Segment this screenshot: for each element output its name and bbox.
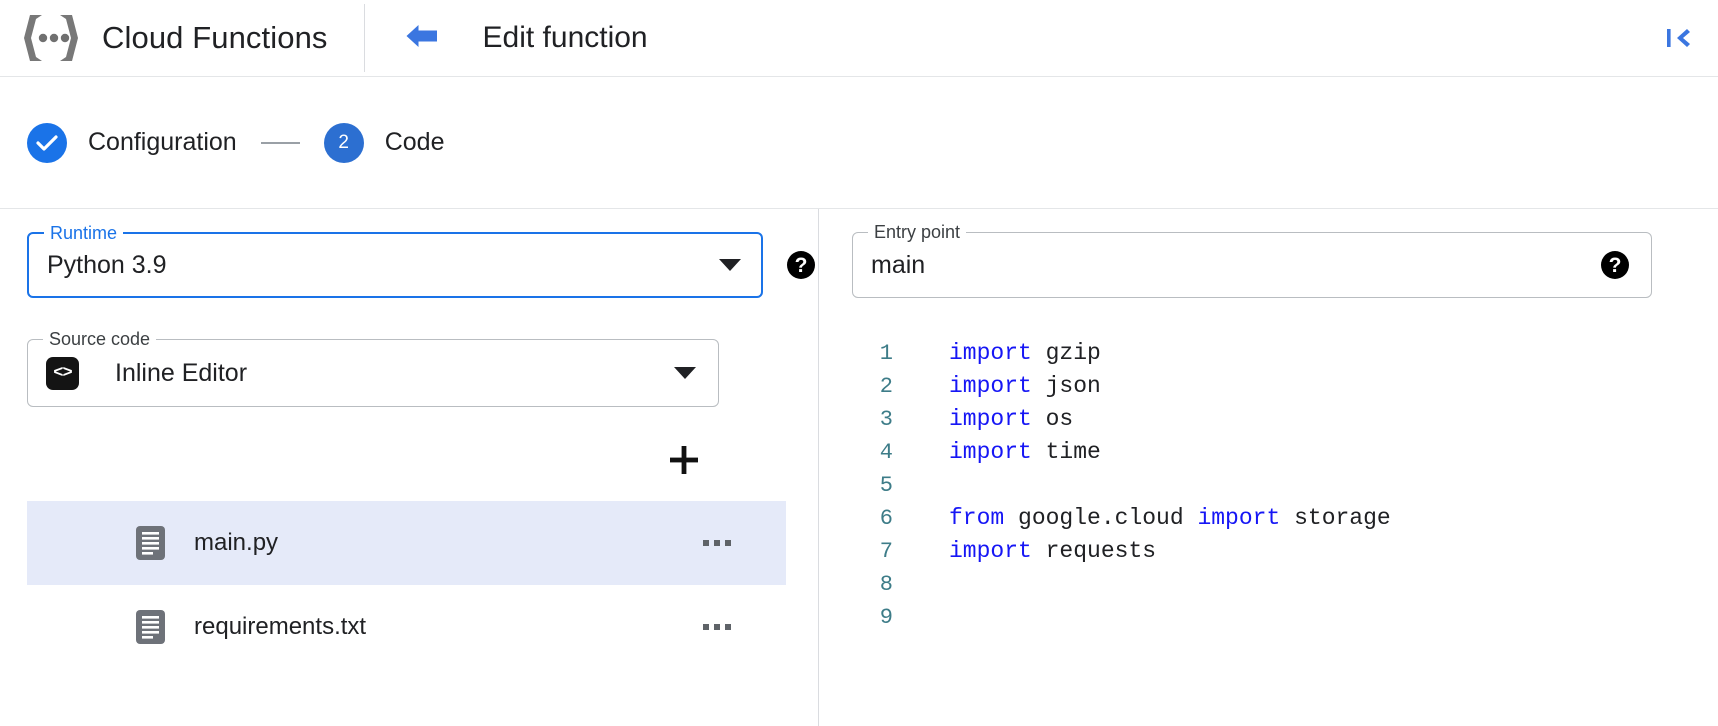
list-item[interactable]: main.py bbox=[27, 501, 786, 585]
file-more-options-button[interactable] bbox=[694, 520, 740, 566]
code-text: from google.cloud import storage bbox=[949, 502, 1391, 535]
code-line: 3 import os bbox=[819, 403, 1718, 436]
entry-point-label: Entry point bbox=[868, 222, 967, 242]
code-line: 8 bbox=[819, 568, 1718, 601]
runtime-help-icon[interactable]: ? bbox=[787, 251, 815, 279]
code-line: 2 import json bbox=[819, 370, 1718, 403]
right-pane: Entry point main ? 1 import gzip 2 import j… bbox=[818, 209, 1718, 726]
app-header: Cloud Functions Edit function bbox=[0, 0, 1718, 77]
file-more-options-button[interactable] bbox=[694, 604, 740, 650]
line-number: 9 bbox=[879, 605, 893, 630]
chevron-down-icon[interactable] bbox=[719, 259, 741, 271]
left-pane: Runtime Python 3.9 ? Source code <> Inli… bbox=[0, 209, 818, 726]
stepper-label-code: Code bbox=[384, 128, 445, 156]
entry-point-input[interactable]: Entry point main ? bbox=[852, 222, 1652, 298]
code-token: google.cloud bbox=[1004, 505, 1198, 531]
back-button[interactable] bbox=[401, 17, 443, 59]
line-number: 4 bbox=[879, 440, 893, 465]
more-options-icon bbox=[703, 624, 731, 630]
entry-point-value: main bbox=[871, 250, 926, 279]
stepper-step-code[interactable]: 2 Code bbox=[323, 122, 445, 163]
runtime-select[interactable]: Runtime Python 3.9 bbox=[27, 223, 763, 298]
collapse-panel-icon bbox=[1663, 24, 1693, 57]
code-line: 6 from google.cloud import storage bbox=[819, 502, 1718, 535]
step-completed-check-icon bbox=[27, 122, 67, 163]
code-text: import gzip bbox=[949, 337, 1101, 370]
file-name: requirements.txt bbox=[194, 613, 367, 640]
file-list: main.py requirements.txt bbox=[27, 501, 786, 669]
code-token: time bbox=[1031, 439, 1101, 465]
file-name: main.py bbox=[194, 529, 279, 556]
code-token: storage bbox=[1280, 505, 1391, 531]
brand: Cloud Functions bbox=[0, 0, 328, 76]
code-token: gzip bbox=[1031, 340, 1101, 366]
more-options-icon bbox=[703, 540, 731, 546]
code-line: 1 import gzip bbox=[819, 337, 1718, 370]
file-icon bbox=[136, 610, 165, 644]
plus-icon bbox=[668, 444, 700, 481]
runtime-value: Python 3.9 bbox=[47, 250, 167, 279]
code-line: 9 bbox=[819, 601, 1718, 634]
code-line: 7 import requests bbox=[819, 535, 1718, 568]
code-token: json bbox=[1031, 373, 1101, 399]
header-divider bbox=[363, 4, 365, 72]
code-keyword: import bbox=[949, 538, 1032, 564]
cloud-functions-logo-icon bbox=[22, 12, 80, 64]
code-editor[interactable]: 1 import gzip 2 import json 3 import os 4 impor… bbox=[819, 327, 1718, 726]
page-title: Edit function bbox=[482, 21, 648, 54]
list-item[interactable]: requirements.txt bbox=[27, 585, 786, 669]
chevron-down-icon[interactable] bbox=[674, 367, 696, 379]
line-number: 2 bbox=[879, 374, 893, 399]
runtime-label: Runtime bbox=[44, 223, 124, 243]
collapse-panel-button[interactable] bbox=[1660, 22, 1696, 58]
line-number: 5 bbox=[879, 473, 893, 498]
source-code-value: Inline Editor bbox=[115, 358, 248, 387]
code-keyword: import bbox=[1197, 505, 1281, 531]
code-keyword: import bbox=[949, 439, 1032, 465]
content-area: Runtime Python 3.9 ? Source code <> Inli… bbox=[0, 209, 1718, 726]
inline-editor-code-icon: <> bbox=[46, 356, 79, 390]
line-number: 6 bbox=[879, 506, 893, 531]
code-text: import requests bbox=[949, 535, 1156, 568]
wizard-stepper: Configuration 2 Code bbox=[0, 77, 1718, 209]
product-name: Cloud Functions bbox=[102, 20, 328, 55]
code-keyword: import bbox=[949, 373, 1032, 399]
entry-point-help-icon[interactable]: ? bbox=[1601, 251, 1629, 279]
line-number: 8 bbox=[879, 572, 893, 597]
line-number: 1 bbox=[879, 341, 893, 366]
code-token: requests bbox=[1031, 538, 1157, 564]
file-toolbar bbox=[27, 431, 719, 493]
add-file-button[interactable] bbox=[663, 441, 705, 483]
file-icon bbox=[136, 526, 165, 560]
code-token: os bbox=[1031, 406, 1074, 432]
line-number: 3 bbox=[879, 407, 893, 432]
code-text: import os bbox=[949, 403, 1073, 436]
code-keyword: import bbox=[949, 340, 1032, 366]
step-number-badge: 2 bbox=[323, 122, 364, 163]
stepper-connector bbox=[260, 141, 300, 144]
code-text: import json bbox=[949, 370, 1101, 403]
code-line: 5 bbox=[819, 469, 1718, 502]
arrow-left-icon bbox=[403, 21, 441, 56]
code-keyword: from bbox=[949, 505, 1005, 531]
stepper-label-configuration: Configuration bbox=[88, 128, 237, 156]
source-code-label: Source code bbox=[43, 329, 157, 349]
source-code-select[interactable]: Source code <> Inline Editor bbox=[27, 329, 719, 407]
code-line: 4 import time bbox=[819, 436, 1718, 469]
code-keyword: import bbox=[949, 406, 1032, 432]
line-number: 7 bbox=[879, 539, 893, 564]
stepper-step-configuration[interactable]: Configuration bbox=[27, 122, 237, 163]
runtime-row: Runtime Python 3.9 ? bbox=[27, 223, 815, 298]
code-text: import time bbox=[949, 436, 1101, 469]
